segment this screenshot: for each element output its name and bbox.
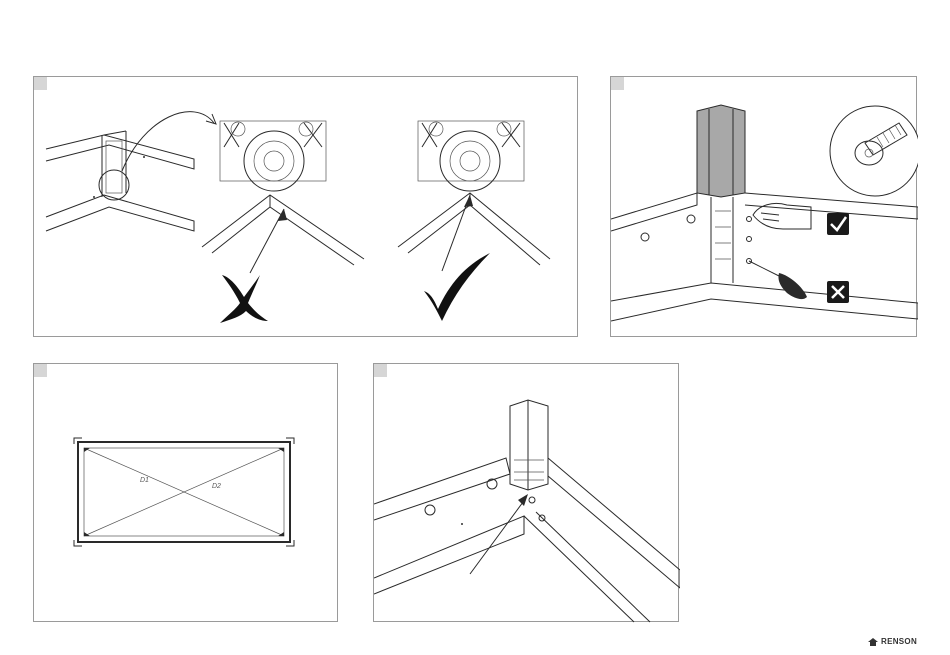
wrong-detail [202, 121, 364, 273]
post [697, 105, 745, 197]
step-panel-bolt-tightening [610, 76, 917, 337]
renson-logo-icon [868, 637, 878, 646]
step-panel-frame-assembly [373, 363, 679, 622]
diagonal-label-d2: D2 [212, 483, 221, 490]
pointer-arrow-icon [470, 498, 526, 574]
brand-logo: RENSON [868, 637, 917, 646]
check-box-icon [827, 213, 849, 235]
step-panel-diagonal-check: D1 D2 [33, 363, 338, 622]
step-panel-corner-alignment [33, 76, 578, 337]
diagonal-label-d1: D1 [140, 477, 149, 484]
bolt-tightening-illustration [611, 77, 918, 338]
bolt-detail-icon [830, 106, 918, 196]
cross-box-icon [827, 281, 849, 303]
screwdriver-icon [749, 261, 807, 299]
brand-name: RENSON [881, 637, 917, 646]
diagonal-check-illustration: D1 D2 [34, 364, 339, 623]
frame-assembly-illustration [374, 364, 680, 623]
correct-check-icon [424, 253, 490, 321]
corner-alignment-illustration [34, 77, 579, 338]
wrong-cross-icon [220, 275, 268, 323]
hand-icon [753, 203, 811, 229]
correct-detail [398, 121, 550, 271]
frame-overview [46, 131, 194, 231]
